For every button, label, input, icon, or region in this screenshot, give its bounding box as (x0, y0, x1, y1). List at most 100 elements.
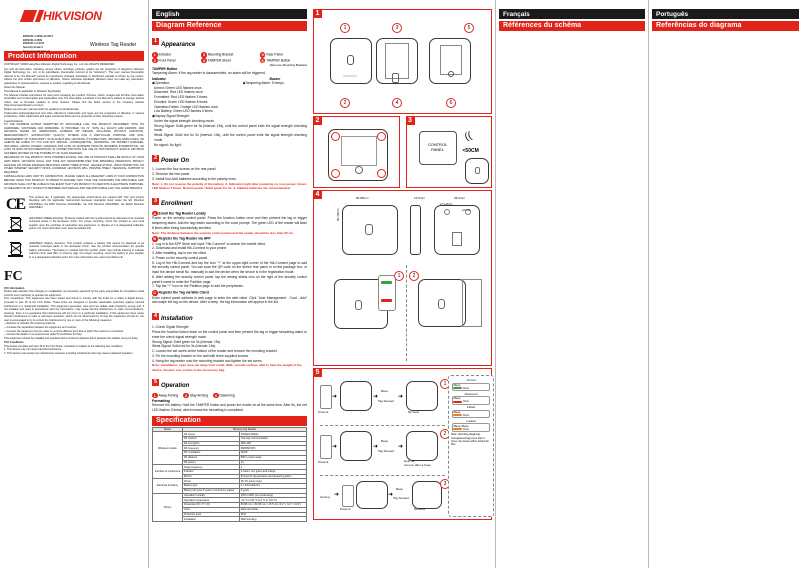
language-header-french: Français (499, 9, 645, 19)
hikvision-logo: HIKVISION (19, 9, 102, 23)
distance-label: <50CM (462, 148, 479, 154)
fcc-condition-2: 2. This device must accept any interfere… (4, 352, 134, 356)
screw-marker-1 (331, 132, 340, 141)
ce-text: This product are, if applicable, the app… (29, 195, 144, 210)
brand-header: HIKVISION EN50131-1:2006+A2:2017 EN50131… (4, 9, 144, 53)
appearance-bullet-1: 1 (152, 52, 158, 58)
fcc-measure-0: —Reorient or relocate the receiving ante… (4, 322, 56, 326)
appearance-label-6: TAMPER Button (266, 58, 291, 63)
formatting-title: Formatting (152, 399, 170, 404)
standards-text: EN50131-1:2006+A2:2017 EN50131-3:2009 EN… (23, 35, 54, 53)
install-step-5: 3. Fix the mounting bracket on the wall … (152, 353, 249, 358)
row2-beep-label: Beep (381, 439, 389, 443)
section-number-1: 1 (152, 38, 159, 46)
battery-bin-icon (4, 241, 26, 264)
install-step-4: 2. Loosen the set screw at the bottom of… (152, 349, 278, 354)
diagram-reference-header-french: Références du schéma (499, 20, 645, 31)
enroll-app-step-5: 6. After adding the security control pan… (152, 274, 307, 284)
legal-paragraph-10: IN THE EVENT OF ANY CONFLICTS BETWEEN TH… (4, 187, 143, 191)
appearance-label-3: Mounting Bracket (207, 52, 234, 57)
operation-mode-3-number: 3 (213, 392, 219, 399)
enroll-web-text: Enter control panel address in web page … (152, 295, 307, 305)
weee-text: 2012/19/EU (WEEE directive): Products ma… (29, 216, 144, 231)
row2-start-label: Present (318, 460, 329, 464)
diagram-reference-header-portuguese: Referências do diagrama (652, 20, 799, 31)
column-portuguese: Português Referências do diagrama (648, 0, 802, 568)
legal-paragraph-4: Please use this user manual under the gu… (4, 107, 80, 111)
indicator-buzzer-grid: Indicator ◆Operation: Armed: Green LED f… (152, 77, 307, 114)
diagram-panel-4: 4 80.88mm 15.5mm 38.0mm 80.38mm ø7.5-ø8m… (313, 190, 492, 366)
installation-note: Note: Installation: open area, far away … (152, 363, 302, 372)
legend-state-3: Locked (466, 418, 476, 423)
row1-end-label: Remove (408, 410, 420, 414)
operation-row-1: Present ➜ ➜ Beep Tag Sensed ➜ Remove 1 (318, 379, 450, 421)
enroll-app-step-1: 2. Download and install Hik-Connect to y… (152, 246, 228, 251)
appearance-label-2: Front Panel (158, 58, 176, 63)
panel4-step-label-2: 2 (409, 271, 419, 281)
tamper-button-title: TAMPER Button (152, 67, 178, 71)
fcc-mark-icon: FC (4, 268, 23, 284)
copyright-text: COPYRIGHT ©2020 Hangzhou Hikvision Digit… (4, 63, 115, 66)
dim-depth-label: 15.5mm (414, 196, 425, 200)
legal-paragraph-6: Legal Disclaimer (4, 119, 24, 123)
section-number-5: 5 (152, 379, 159, 387)
legend-note: Note: Operating illegal tag (unregistere… (451, 433, 489, 447)
legal-paragraph-2: This Manual is applicable to Wireless Ta… (4, 90, 62, 94)
wifi-signal-icon: (( (462, 130, 473, 143)
indicator-op-1: Disarmed: Red LED flashes once. (154, 90, 204, 95)
enroll-app-step-6: 7. Tap the "+" icon on the Partition pag… (152, 284, 244, 289)
install-step-2: Strong Signal: Solid green for 3s (inter… (152, 339, 221, 344)
fcc-measure-1: —Increase the separation between the equ… (4, 326, 77, 330)
panel-4-number: 4 (313, 190, 322, 199)
indicator-operation-title: ◆Operation: (152, 80, 170, 85)
section-title-power-on: Power On (161, 158, 190, 165)
legend-once-0: Once (462, 386, 469, 390)
row1-start-label: Present (318, 410, 329, 414)
appearance-bullet-3: 3 (201, 52, 207, 58)
appearance-bullet-4: 4 (201, 57, 207, 63)
legend-state-1: Disarmed (464, 391, 478, 396)
callout-2: 2 (340, 98, 350, 108)
battery-certification-row: 2006/66/EC (battery directive): This pro… (4, 241, 144, 264)
legend-once-1: Once (462, 400, 469, 404)
spec-group: Electrical & battery (152, 478, 183, 494)
legend-beep-1: ♪Beep (453, 397, 461, 401)
row2-end-label: Hold 3s, remove after a beep (404, 459, 431, 467)
row3-device-1 (356, 481, 388, 509)
legal-paragraph-9: SURVEILLANCE LAWS VARY BY JURISDICTION. … (4, 175, 144, 186)
legend-beep-3: ♪Beep (453, 424, 461, 428)
fcc-conditions-text: This device complies with part 15 of the… (4, 344, 124, 348)
enroll-app-step-0: 1. Log in to the APP Store and input "Hi… (152, 241, 266, 246)
legend-beep2-3: ♪Beep (461, 424, 469, 428)
screw-marker-3 (331, 169, 340, 178)
power-step-2: 3. Install four AAA batteries according … (152, 177, 237, 182)
language-label-french: Français (499, 9, 645, 19)
appearance-item6-sub: (Remove Mounting Bracket) (269, 63, 307, 67)
led-red-indicator (381, 299, 392, 302)
legal-paragraph-1: About this Manual (4, 86, 25, 90)
enroll-locally-text: Power on the security control panel. Pre… (152, 216, 307, 230)
specification-header: Specification (152, 415, 307, 426)
fcc-distance-text: This equipment should be installed and o… (4, 336, 139, 340)
indicator-op-0: Armed: Green LED flashes once. (154, 85, 203, 90)
formatting-text: Remove the battery. Hold the TAMPER butt… (152, 403, 307, 412)
section-power-on: 2Power On (152, 149, 307, 167)
brand-name: HIKVISION (43, 9, 102, 23)
row3-start-label: Present (340, 507, 351, 511)
spec-group: Others (152, 492, 183, 522)
legend-once-2: Once (462, 413, 469, 417)
language-header-english: English (152, 9, 307, 19)
panel-5-number: 5 (313, 368, 322, 377)
screw-size-label-2: ø3.5-ø4 (462, 209, 471, 212)
row1-device-1 (340, 381, 372, 411)
appearance-label-4: TAMPER Sheet (207, 58, 231, 63)
row3-end-label: Remove (414, 507, 426, 511)
